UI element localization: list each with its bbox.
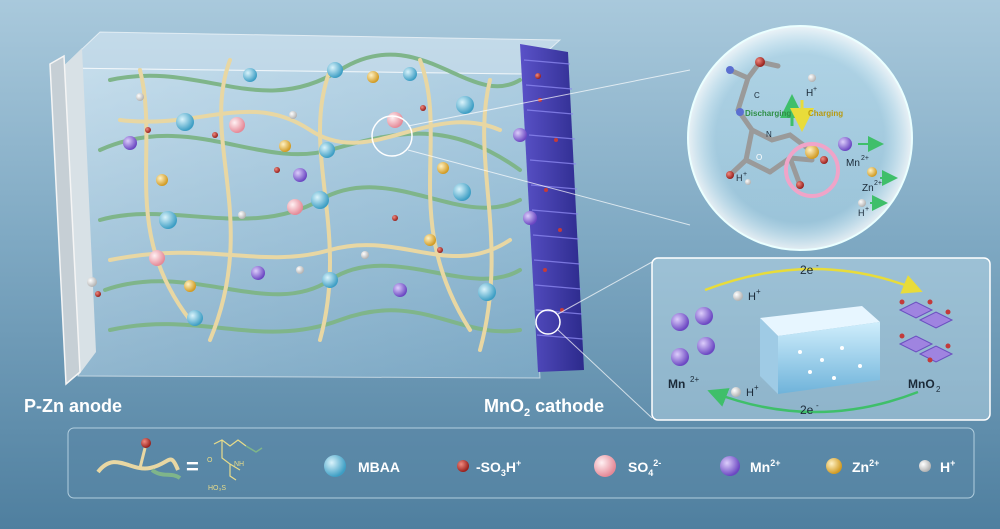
mno2-crystals xyxy=(898,299,954,363)
molecule-atoms xyxy=(726,57,877,207)
h-small-label: H xyxy=(858,208,865,218)
legend-bar: = O NH HO₃S MBAA -SO3H+ SO42- Mn2+ Zn2+ … xyxy=(67,427,975,499)
svg-text:+: + xyxy=(756,287,761,296)
h-top-label: H xyxy=(748,291,756,303)
legend-h-label: H+ xyxy=(940,458,955,475)
h-bottom-label: H xyxy=(746,387,754,399)
svg-text:+: + xyxy=(813,86,817,93)
legend-so4-label: SO42- xyxy=(628,458,661,478)
legend-so3h-label: -SO3H+ xyxy=(476,458,521,478)
mno2-cathode-slab xyxy=(520,44,584,372)
zoom-circle-cathode xyxy=(535,309,561,335)
ions-in-gel xyxy=(87,71,541,297)
mn-bubble-label: Mn xyxy=(846,158,860,169)
legend-equals: = xyxy=(186,454,199,479)
legend-h-swatch xyxy=(919,460,931,472)
legend-chem-o: O xyxy=(207,457,213,464)
legend-mn-swatch xyxy=(720,456,740,476)
bottom-electron-label: 2e xyxy=(800,403,814,417)
top-electron-label: 2e xyxy=(800,263,814,277)
cathode-label: MnO2 cathode xyxy=(484,396,604,419)
anode-label: P-Zn anode xyxy=(24,396,122,416)
mbaa-nodes xyxy=(159,62,496,326)
svg-text:+: + xyxy=(743,171,747,178)
molecule-bubble: H + Discharging Charging Mn 2+ Zn 2+ H +… xyxy=(687,25,913,251)
electrolyte-box xyxy=(49,31,562,386)
legend-chem-hso3: HO₃S xyxy=(208,485,226,492)
svg-text:-: - xyxy=(816,261,819,270)
svg-text:-: - xyxy=(816,401,819,410)
legend-structure-icon xyxy=(213,439,247,481)
sulfonate-ring xyxy=(784,142,840,198)
zoom-lines xyxy=(407,69,691,419)
atom-o-label: O xyxy=(756,153,762,162)
mno2-reaction-sub: 2 xyxy=(936,385,941,394)
mn-reaction-charge: 2+ xyxy=(690,375,699,384)
svg-text:2+: 2+ xyxy=(861,155,869,162)
atom-n-label: N xyxy=(766,130,772,139)
zn-anode-plate xyxy=(62,48,96,376)
charging-label: Charging xyxy=(808,109,843,118)
zoom-circle-gel xyxy=(371,115,413,157)
gel-cube xyxy=(760,306,880,394)
mn-reaction-label: Mn xyxy=(668,377,685,391)
reaction-panel: 2e - H + H + 2e - Mn 2+ MnO 2 xyxy=(651,257,991,421)
svg-text:2+: 2+ xyxy=(874,180,882,187)
legend-mbaa-swatch xyxy=(324,455,346,477)
svg-text:+: + xyxy=(754,383,759,392)
mno2-reaction-label: MnO xyxy=(908,377,935,391)
legend-mbaa-label: MBAA xyxy=(358,459,400,475)
legend-so4-swatch xyxy=(594,455,616,477)
zn-bubble-label: Zn xyxy=(862,183,874,194)
svg-text:+: + xyxy=(865,206,869,213)
legend-zn-swatch xyxy=(826,458,842,474)
h-plus-top-label: H xyxy=(806,88,813,99)
legend-chem-nh: NH xyxy=(234,461,244,468)
legend-zn-label: Zn2+ xyxy=(852,458,879,475)
discharging-label: Discharging xyxy=(745,109,791,118)
atom-c-label: C xyxy=(754,91,760,100)
legend-chain-icon xyxy=(96,438,182,480)
mn-ion-cluster xyxy=(671,307,715,366)
legend-mn-label: Mn2+ xyxy=(750,458,780,475)
h-side-label: H xyxy=(736,173,743,183)
molecule-bonds xyxy=(727,59,815,188)
legend-so3h-swatch xyxy=(457,460,469,472)
